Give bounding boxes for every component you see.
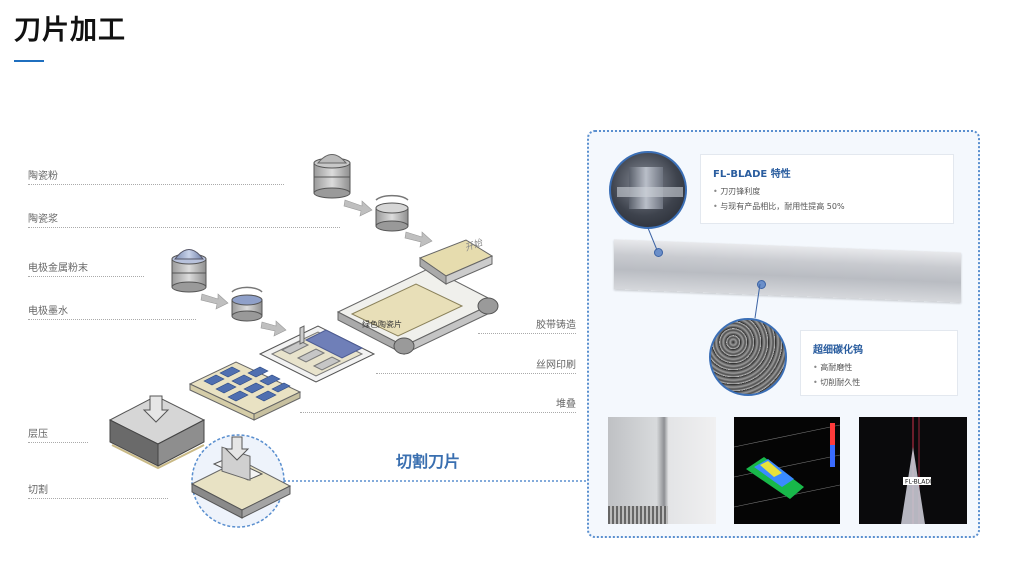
label-cutting: 切割 [28, 481, 168, 499]
title-underline [14, 60, 44, 62]
label-electrode-ink: 电极墨水 [28, 302, 196, 320]
blade-closeup-thumbnail [608, 417, 716, 524]
blade-edge-photo [609, 151, 687, 229]
feature-info-box: FL-BLADE 特性 刀刃锋利度 与现有产品相比，耐用性提高 50% [700, 154, 954, 224]
microscope-label: FL-BLADE [905, 479, 934, 486]
ceramic-slurry-mixer [375, 194, 409, 232]
cutting-blade-caption: 切割刀片 [396, 452, 461, 471]
label-lamination: 层压 [28, 425, 88, 443]
feature-item-sharpness: 刀刃锋利度 [713, 184, 953, 199]
green-sheet-label: 绿色陶瓷片 [362, 319, 402, 329]
material-item-wear: 高耐磨性 [813, 360, 957, 375]
material-title: 超细碳化钨 [813, 345, 863, 356]
label-ceramic-powder: 陶瓷粉 [28, 167, 284, 185]
label-electrode-powder: 电极金属粉末 [28, 259, 144, 277]
ceramic-powder-container [313, 154, 351, 199]
lamination-block [108, 395, 206, 470]
feature-item-durability: 与现有产品相比，耐用性提高 50% [713, 199, 953, 214]
scan-plot [734, 423, 840, 508]
label-tape-casting: 胶带铸造 [478, 316, 576, 334]
blade-marker-left [654, 248, 663, 257]
material-info-box: 超细碳化钨 高耐磨性 切削耐久性 [800, 330, 958, 396]
tape-casting-machine [336, 239, 499, 355]
microscope-view: FL-BLADE [901, 417, 934, 524]
tungsten-carbide-micrograph [709, 318, 787, 396]
page-title: 刀片加工 [14, 15, 126, 46]
stacked-sheets [188, 361, 302, 421]
electrode-powder-container [171, 249, 207, 293]
flow-arrows [200, 199, 433, 337]
label-ceramic-slurry: 陶瓷浆 [28, 210, 340, 228]
electrode-ink-mixer [231, 286, 263, 322]
screen-printing-frame [258, 325, 376, 383]
feature-title: FL-BLADE 特性 [713, 169, 791, 180]
label-screen-printing: 丝网印刷 [376, 356, 576, 374]
material-item-cutting: 切削耐久性 [813, 375, 957, 390]
label-stacking: 堆叠 [300, 395, 576, 413]
edge-profile-3d-scan-thumbnail [734, 417, 840, 524]
blade-marker-middle [757, 280, 766, 289]
edge-microscope-thumbnail: FL-BLADE [859, 417, 967, 524]
